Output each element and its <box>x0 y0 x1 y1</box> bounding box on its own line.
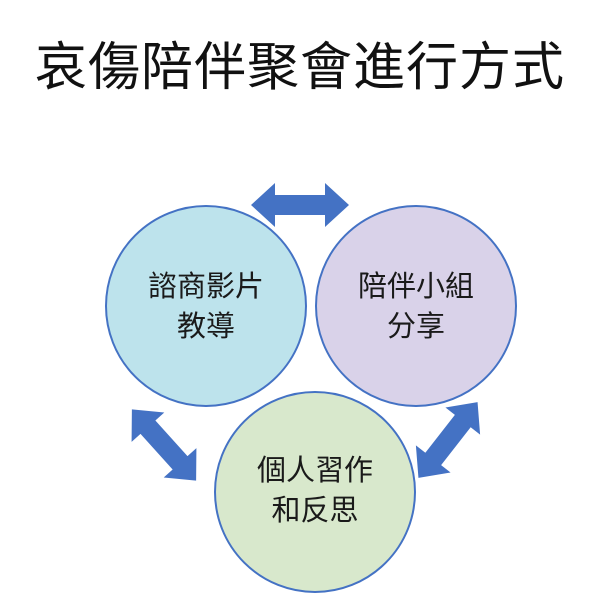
circle-reflect <box>214 391 416 593</box>
node-reflect-line-1: 個人習作 <box>257 453 373 487</box>
node-movie-line-2: 教導 <box>177 309 235 343</box>
node-group-line-1: 陪伴小組 <box>358 269 474 303</box>
page-title: 哀傷陪伴聚會進行方式 <box>34 38 565 98</box>
node-reflect-line-2: 和反思 <box>271 493 358 527</box>
node-movie-line-1: 諮商影片 <box>148 269 264 303</box>
double-arrow-right-icon <box>415 402 481 478</box>
node-group-line-2: 分享 <box>387 309 445 343</box>
circle-movie <box>105 205 307 407</box>
circle-group <box>315 205 517 407</box>
double-arrow-top-icon <box>251 183 349 227</box>
double-arrow-left-icon <box>131 409 197 481</box>
